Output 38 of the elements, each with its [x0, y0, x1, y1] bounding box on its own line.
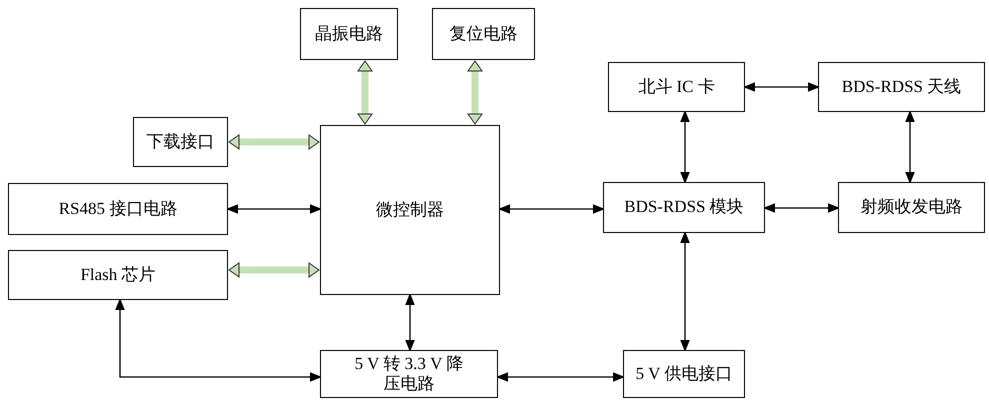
- block-label: 下载接口: [146, 132, 214, 152]
- block-box: [320, 125, 500, 295]
- double-arrow: [468, 60, 482, 124]
- block-label: BDS-RDSS 天线: [842, 76, 962, 98]
- block-label: BDS-RDSS 模块: [624, 197, 744, 218]
- double-arrow: [226, 204, 322, 214]
- double-arrow: [763, 203, 840, 213]
- block-box: [133, 117, 228, 167]
- double-arrow: [405, 293, 415, 352]
- double-arrow: [496, 372, 625, 382]
- block-label: 晶振电路: [315, 24, 383, 44]
- block-label: Flash 芯片: [80, 264, 156, 286]
- block-label: 射频收发电路: [860, 197, 962, 218]
- double-arrow: [115, 298, 322, 382]
- double-arrow: [905, 110, 915, 184]
- double-arrow: [743, 82, 820, 92]
- double-arrow: [358, 60, 372, 124]
- double-arrow: [680, 231, 690, 352]
- block-box: [603, 182, 765, 233]
- block-label: RS485 接口电路: [58, 198, 178, 220]
- block-box: [432, 8, 535, 60]
- block-label: 5 V 转 3.3 V 降压电路: [354, 354, 464, 394]
- block-box: [623, 350, 745, 398]
- block-box: [8, 183, 228, 235]
- block-label: 复位电路: [450, 24, 518, 44]
- block-box: [608, 62, 745, 112]
- double-arrow: [680, 110, 690, 184]
- block-box: [300, 8, 398, 60]
- block-box: [8, 250, 228, 300]
- block-box: [320, 350, 498, 398]
- block-label: 北斗 IC 卡: [638, 76, 715, 98]
- double-arrow: [498, 204, 605, 214]
- block-label: 微控制器: [376, 200, 444, 220]
- block-box: [838, 182, 985, 233]
- block-label: 5 V 供电接口: [636, 364, 732, 384]
- double-arrow: [228, 262, 320, 278]
- double-arrow: [228, 134, 320, 150]
- block-box: [818, 62, 985, 112]
